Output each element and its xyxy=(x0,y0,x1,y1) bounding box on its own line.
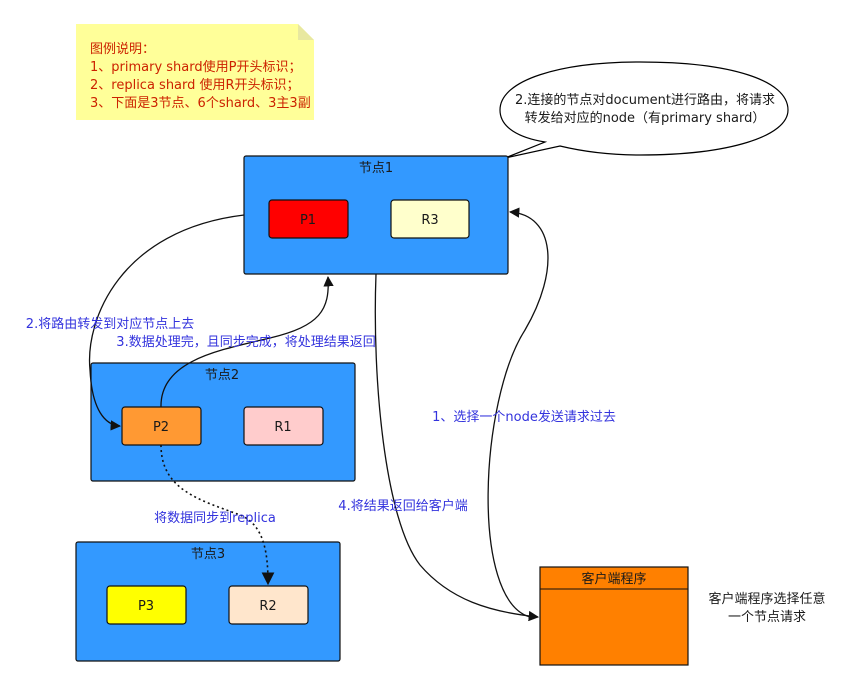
node-2-box xyxy=(90,362,356,482)
flow-label-step-2: 2.将路由转发到对应节点上去 xyxy=(26,316,194,332)
arrow-step-2 xyxy=(88,214,245,431)
shard-p3 xyxy=(106,585,187,625)
shard-p3-label: P3 xyxy=(138,599,154,614)
flow-label-step-1: 1、选择一个node发送请求过去 xyxy=(432,409,616,425)
flow-arrows xyxy=(88,207,549,622)
node-3-title: 节点3 xyxy=(191,547,225,562)
arrow-step-4 xyxy=(374,273,540,622)
client-note-line-2: 一个节点请求 xyxy=(728,610,806,625)
flow-label-step-4: 4.将结果返回给客户端 xyxy=(338,498,467,514)
shard-p2-label: P2 xyxy=(153,420,169,435)
callout-line-1: 2.连接的节点对document进行路由，将请求 xyxy=(515,92,775,108)
shard-p1-label: P1 xyxy=(300,213,316,228)
legend-note-fold xyxy=(298,24,314,40)
routing-callout: 2.连接的节点对document进行路由，将请求 转发给对应的node（有pri… xyxy=(499,61,789,159)
legend-line-1: 1、primary shard使用P开头标识； xyxy=(90,59,301,75)
client-note-line-1: 客户端程序选择任意 xyxy=(708,591,825,607)
legend-title: 图例说明： xyxy=(90,42,155,57)
node-2-title: 节点2 xyxy=(205,368,239,383)
arrow-step-1 xyxy=(487,207,549,618)
shard-r2 xyxy=(228,585,309,625)
callout-line-2: 转发给对应的node（有primary shard） xyxy=(525,110,766,126)
shard-p1 xyxy=(268,199,349,239)
shard-r3 xyxy=(390,199,470,239)
legend-line-2: 2、replica shard 使用R开头标识； xyxy=(90,77,300,93)
arrow-step-3 xyxy=(160,275,334,408)
legend-note-shape xyxy=(76,24,314,120)
node-1-title: 节点1 xyxy=(359,161,393,176)
callout-bubble xyxy=(499,61,789,159)
node-2: 节点2 P2 R1 xyxy=(90,362,356,482)
shard-r1 xyxy=(243,406,324,446)
shard-r3-label: R3 xyxy=(421,213,438,228)
flow-label-sync: 将数据同步到replica xyxy=(154,511,276,526)
client-program: 客户端程序 客户端程序选择任意 一个节点请求 xyxy=(539,566,826,666)
client-title: 客户端程序 xyxy=(581,571,646,587)
flow-label-step-3: 3.数据处理完，且同步完成，将处理结果返回 xyxy=(116,335,375,350)
legend-note: 图例说明： 1、primary shard使用P开头标识； 2、replica … xyxy=(76,24,314,120)
flow-labels: 1、选择一个node发送请求过去 2.将路由转发到对应节点上去 3.数据处理完，… xyxy=(26,316,616,526)
node-3-box xyxy=(75,541,341,662)
arrow-sync-replica xyxy=(160,444,275,586)
shard-r1-label: R1 xyxy=(274,420,291,435)
node-1: 节点1 P1 R3 xyxy=(243,155,509,275)
node-3: 节点3 P3 R2 xyxy=(75,541,341,662)
client-box xyxy=(539,566,689,666)
legend-line-3: 3、下面是3节点、6个shard、3主3副 xyxy=(90,96,311,111)
shard-r2-label: R2 xyxy=(259,599,276,614)
